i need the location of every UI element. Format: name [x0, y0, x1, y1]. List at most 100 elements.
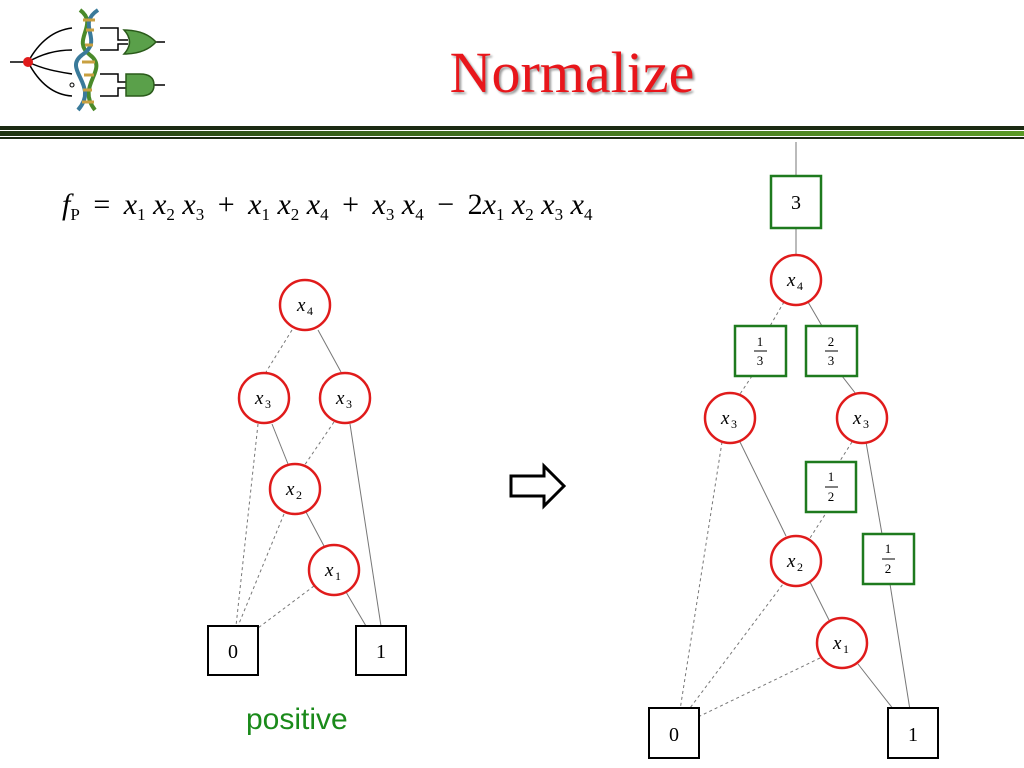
- edge-x4-w23-high: [807, 301, 823, 327]
- svg-text:1: 1: [376, 641, 386, 663]
- formula-lhs-sub: P: [70, 205, 80, 224]
- edge-x2-zero-low: [237, 513, 285, 627]
- title-rule-top: [0, 126, 1024, 130]
- svg-text:3: 3: [757, 353, 764, 368]
- edge-x4-x3a-low: [265, 329, 293, 373]
- left-node-x2: x 2: [268, 462, 322, 516]
- left-node-x3a: x 3: [237, 371, 291, 425]
- formula-sign-3: +: [342, 188, 360, 221]
- left-terminal-one: 1: [355, 625, 407, 676]
- edge-x2-x1-high: [305, 511, 325, 547]
- svg-text:4: 4: [307, 304, 313, 318]
- svg-text:3: 3: [828, 353, 835, 368]
- edge-w13-x3a: [739, 375, 753, 395]
- formula-sign-4: −: [437, 188, 455, 221]
- right-node-x3a: x 3: [703, 391, 757, 445]
- svg-text:2: 2: [828, 334, 835, 349]
- implies-arrow-icon: [509, 462, 567, 510]
- right-terminal-zero: 0: [648, 707, 700, 759]
- edge-x3b-w12a-low: [837, 441, 853, 465]
- edge-w12a-x2: [809, 509, 829, 539]
- edge-x3b-one-high: [349, 423, 382, 627]
- weight-box-one-third: 1 3: [733, 324, 788, 378]
- logo-dot-icon: [23, 57, 33, 67]
- right-node-x2: x 2: [769, 534, 823, 588]
- edge-x3b-x2-low: [303, 421, 335, 467]
- left-edges: [235, 329, 382, 629]
- svg-text:x: x: [324, 560, 334, 581]
- formula-sign-2: +: [217, 188, 235, 221]
- svg-text:1: 1: [757, 334, 764, 349]
- formula-lhs: f: [62, 188, 71, 221]
- page-title: Normalize: [449, 40, 695, 105]
- edge-x1-one-high: [857, 663, 895, 711]
- svg-text:3: 3: [265, 397, 271, 411]
- right-node-x4: x 4: [769, 253, 823, 307]
- svg-text:2: 2: [797, 560, 803, 574]
- title-rule-bottom: [0, 137, 1024, 139]
- or-gate-icon: [122, 29, 158, 55]
- formula-term-2: x1 x2 x4: [248, 188, 329, 224]
- edge-x4-x3b-high: [317, 329, 342, 373]
- and-gate-icon: [125, 73, 155, 97]
- formula: fP = x1 x2 x3 + x1 x2 x4 + x3 x4 − 2x1 x…: [62, 188, 593, 224]
- edge-x2-zero-low: [689, 579, 787, 709]
- svg-text:1: 1: [335, 569, 341, 583]
- svg-text:x: x: [786, 270, 796, 291]
- svg-text:x: x: [852, 408, 862, 429]
- svg-text:0: 0: [228, 641, 238, 663]
- left-node-x1: x 1: [307, 543, 361, 597]
- formula-term-3: x3 x4: [372, 188, 424, 224]
- edge-x4-w13-low: [769, 301, 785, 327]
- svg-text:2: 2: [296, 488, 302, 502]
- edge-x1-zero-low: [699, 657, 821, 717]
- formula-equals: =: [93, 188, 111, 221]
- svg-text:3: 3: [731, 417, 737, 431]
- svg-text:3: 3: [863, 417, 869, 431]
- edge-x3a-x2-high: [739, 441, 787, 537]
- svg-text:1: 1: [885, 541, 892, 556]
- svg-text:x: x: [335, 388, 345, 409]
- right-node-x3b: x 3: [835, 391, 889, 445]
- edge-x3b-w12b-high: [865, 441, 883, 535]
- right-edges: [679, 142, 911, 717]
- svg-text:1: 1: [908, 724, 918, 746]
- edge-w12b-one: [889, 583, 911, 711]
- left-terminal-zero: 0: [207, 625, 259, 676]
- dna-helix-icon: [74, 8, 100, 112]
- left-node-x3b: x 3: [318, 371, 372, 425]
- svg-text:4: 4: [797, 279, 803, 293]
- svg-text:x: x: [786, 551, 796, 572]
- left-node-x4: x 4: [278, 278, 332, 332]
- weight-box-top: 3: [769, 174, 823, 230]
- edge-x3a-zero-low: [235, 423, 259, 627]
- right-terminal-one: 1: [887, 707, 939, 759]
- svg-text:3: 3: [346, 397, 352, 411]
- svg-text:3: 3: [791, 192, 801, 214]
- right-node-x1: x 1: [815, 616, 869, 670]
- svg-text:x: x: [296, 295, 306, 316]
- edge-x2-x1-high: [809, 581, 831, 623]
- edge-x1-zero-low: [257, 585, 315, 629]
- svg-text:x: x: [720, 408, 730, 429]
- edge-x3a-zero-low: [679, 441, 723, 711]
- edge-x1-one-high: [345, 591, 367, 627]
- svg-text:0: 0: [669, 724, 679, 746]
- weight-box-half-b: 1 2: [861, 532, 916, 586]
- weight-box-two-thirds: 2 3: [804, 324, 859, 378]
- logo-icon: [10, 8, 165, 112]
- svg-text:x: x: [832, 633, 842, 654]
- svg-text:1: 1: [843, 642, 849, 656]
- svg-text:1: 1: [828, 469, 835, 484]
- edge-w23-x3b: [841, 375, 857, 395]
- formula-term-4: 2x1 x2 x3 x4: [467, 188, 593, 224]
- title-rule-middle: [0, 131, 1024, 136]
- caption-positive: positive: [246, 703, 348, 736]
- svg-text:x: x: [285, 479, 295, 500]
- svg-text:x: x: [254, 388, 264, 409]
- edge-x3a-x2-high: [271, 423, 289, 465]
- formula-term-1: x1 x2 x3: [123, 188, 205, 224]
- svg-text:2: 2: [828, 489, 835, 504]
- svg-text:2: 2: [885, 561, 892, 576]
